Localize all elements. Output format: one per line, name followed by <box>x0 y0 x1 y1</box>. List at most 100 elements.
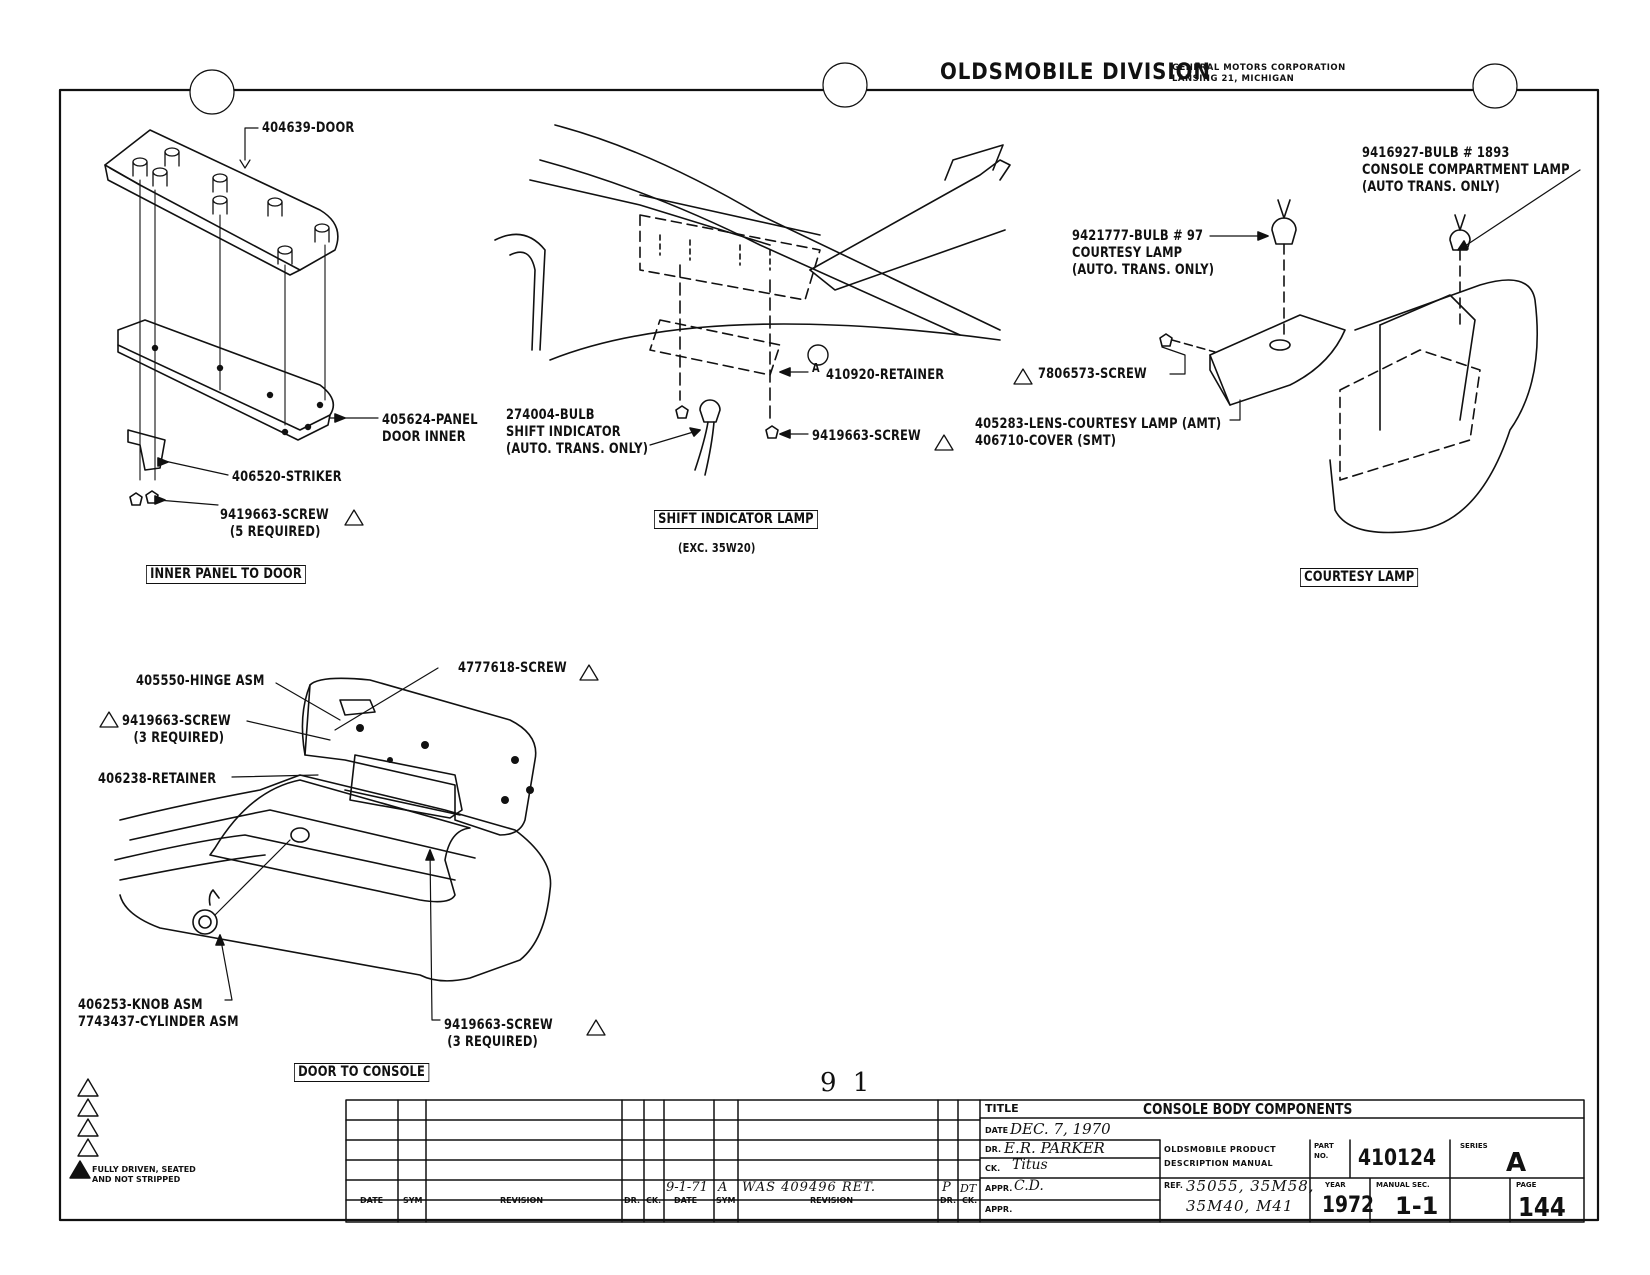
rev-header-sym-2: SYM <box>716 1196 736 1205</box>
legend-note: FULLY DRIVEN, SEATED AND NOT STRIPPED <box>92 1165 196 1185</box>
drafter-value: E.R. PARKER <box>1004 1139 1105 1157</box>
label-line: 405624-PANEL <box>382 412 478 428</box>
label-line: 9416927-BULB # 1893 <box>1362 145 1510 161</box>
label-lens-cover: 405283-LENS-COURTESY LAMP (AMT) 406710-C… <box>975 416 1221 450</box>
page-number: 9 1 <box>820 1068 874 1098</box>
label-screw-courtesy: 7806573-SCREW <box>1038 366 1147 382</box>
title-block-grid <box>345 1099 1585 1223</box>
binder-hole <box>189 69 235 115</box>
no-label: NO. <box>1314 1152 1329 1160</box>
rev-date-value: 9-1-71 <box>666 1180 708 1195</box>
rev-header-ck: CK. <box>646 1196 662 1205</box>
year-value: 1972 <box>1322 1193 1375 1218</box>
legend-triangles <box>69 1078 99 1179</box>
label-line: (AUTO. TRANS. ONLY) <box>1072 262 1215 278</box>
ref-line: 35055, 35M58, <box>1186 1177 1315 1195</box>
series-label: SERIES <box>1460 1142 1488 1150</box>
corp-info: GENERAL MOTORS CORPORATION LANSING 21, M… <box>1172 63 1346 85</box>
corp-line: GENERAL MOTORS CORPORATION <box>1172 63 1346 73</box>
rev-dr-value: P <box>942 1180 951 1195</box>
inner-panel-illustration <box>104 127 379 506</box>
rev-header-revision: REVISION <box>500 1196 544 1205</box>
title-label: TITLE <box>985 1102 1019 1115</box>
rev-sym-value: A <box>718 1180 728 1195</box>
ref-label: REF. <box>1164 1181 1183 1190</box>
label-hinge: 405550-HINGE ASM <box>136 673 265 689</box>
label-line: COURTESY LAMP <box>1072 245 1183 261</box>
label-striker: 406520-STRIKER <box>232 469 342 485</box>
label-line: 9421777-BULB # 97 <box>1072 228 1204 244</box>
page-value: 144 <box>1518 1193 1566 1223</box>
label-line: 9419663-SCREW <box>444 1017 553 1033</box>
label-bulb-1893: 9416927-BULB # 1893 CONSOLE COMPARTMENT … <box>1362 145 1570 196</box>
label-retainer: 410920-RETAINER <box>826 367 945 383</box>
rev-ck-value: DT <box>960 1182 977 1195</box>
year-label: YEAR <box>1325 1181 1346 1189</box>
dr-label: DR. <box>985 1145 1001 1154</box>
label-bulb-shift: 274004-BULB SHIFT INDICATOR (AUTO. TRANS… <box>506 407 648 458</box>
series-value: A <box>1506 1148 1527 1178</box>
label-knob-cylinder: 406253-KNOB ASM 7743437-CYLINDER ASM <box>78 997 239 1031</box>
rev-header-revision-2: REVISION <box>810 1196 854 1205</box>
shift-indicator-illustration <box>494 124 1011 476</box>
rev-header-ck-2: CK. <box>962 1196 978 1205</box>
label-screw-top: 4777618-SCREW <box>458 660 567 676</box>
caption-shift-indicator: SHIFT INDICATOR LAMP <box>654 510 818 529</box>
appr2-label: APPR. <box>985 1205 1013 1214</box>
courtesy-lamp-illustration <box>1159 169 1581 534</box>
brand-title: OLDSMOBILE DIVISION <box>940 60 1211 85</box>
rev-header-dr: DR. <box>624 1196 640 1205</box>
label-door: 404639-DOOR <box>262 120 355 136</box>
caption-note: (EXC. 35W20) <box>678 541 756 555</box>
manual-sec-value: 1-1 <box>1395 1192 1439 1220</box>
rev-header-date: DATE <box>360 1196 384 1205</box>
rev-header-dr-2: DR. <box>940 1196 956 1205</box>
product-manual: OLDSMOBILE PRODUCT DESCRIPTION MANUAL <box>1164 1143 1276 1171</box>
label-line: 274004-BULB <box>506 407 595 423</box>
label-line: 9419663-SCREW <box>220 507 329 523</box>
approver-value: C.D. <box>1014 1178 1044 1194</box>
label-bulb-97: 9421777-BULB # 97 COURTESY LAMP (AUTO. T… <box>1072 228 1214 279</box>
part-label: PART <box>1314 1142 1334 1150</box>
page-label: PAGE <box>1516 1181 1537 1189</box>
product-line: DESCRIPTION MANUAL <box>1164 1159 1274 1168</box>
drawing-title: CONSOLE BODY COMPONENTS <box>1143 1100 1353 1118</box>
part-number: 410124 <box>1358 1146 1437 1171</box>
callout-a: A <box>812 361 820 375</box>
label-line: 405283-LENS-COURTESY LAMP (AMT) <box>975 416 1222 432</box>
label-line: (5 REQUIRED) <box>229 524 321 540</box>
corp-line: LANSING 21, MICHIGAN <box>1172 74 1295 84</box>
date-value: DEC. 7, 1970 <box>1010 1120 1111 1138</box>
ref-values: 35055, 35M58, 35M40, M41 <box>1186 1176 1315 1216</box>
label-panel: 405624-PANEL DOOR INNER <box>382 412 478 446</box>
label-screw-bottom: 9419663-SCREW (3 REQUIRED) <box>444 1017 553 1051</box>
label-line: (AUTO. TRANS. ONLY) <box>506 441 649 457</box>
caption-courtesy-lamp: COURTESY LAMP <box>1300 568 1419 587</box>
appr-label: APPR. <box>985 1184 1013 1193</box>
binder-hole <box>822 62 868 108</box>
label-line: DOOR INNER <box>382 429 466 445</box>
legend-line: FULLY DRIVEN, SEATED <box>92 1165 196 1174</box>
label-line: 7743437-CYLINDER ASM <box>78 1014 239 1030</box>
rev-header-sym: SYM <box>403 1196 423 1205</box>
checker-value: Titus <box>1012 1157 1048 1173</box>
label-line: 9419663-SCREW <box>122 713 231 729</box>
manual-sec-label: MANUAL SEC. <box>1376 1181 1430 1189</box>
rev-text-value: WAS 409496 RET. <box>742 1180 877 1195</box>
caption-inner-panel: INNER PANEL TO DOOR <box>146 565 306 584</box>
label-line: (AUTO TRANS. ONLY) <box>1362 179 1500 195</box>
ref-line: 35M40, M41 <box>1186 1197 1294 1215</box>
door-console-illustration <box>114 667 552 1021</box>
label-line: (3 REQUIRED) <box>133 730 225 746</box>
label-line: SHIFT INDICATOR <box>506 424 621 440</box>
binder-hole <box>1472 63 1518 109</box>
date-label: DATE <box>985 1126 1009 1135</box>
ck-label: CK. <box>985 1164 1001 1173</box>
part-no-label: PART NO. <box>1314 1141 1334 1161</box>
rev-header-date-2: DATE <box>674 1196 698 1205</box>
label-line: CONSOLE COMPARTMENT LAMP <box>1362 162 1570 178</box>
label-screw-left: 9419663-SCREW (3 REQUIRED) <box>122 713 231 747</box>
label-retainer-door: 406238-RETAINER <box>98 771 217 787</box>
label-screw-shift: 9419663-SCREW <box>812 428 921 444</box>
